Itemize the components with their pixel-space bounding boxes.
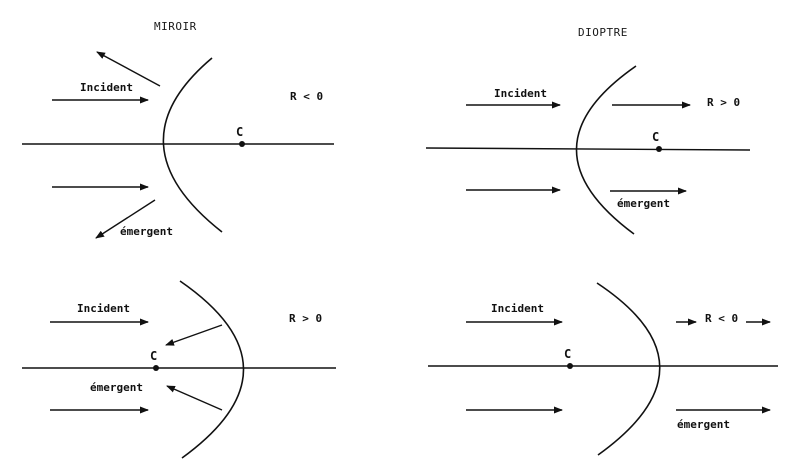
center-label: C: [236, 125, 243, 139]
panel-mirror-convex: C Incident émergent R > 0: [22, 280, 336, 459]
panel-dioptre-concave: C Incident émergent R < 0: [428, 282, 778, 456]
center-label: C: [564, 347, 571, 361]
emergent-ray-lower: [95, 199, 156, 239]
panel-mirror-concave: C Incident émergent R < 0: [22, 51, 334, 239]
center-point: [153, 365, 159, 371]
incident-label: Incident: [491, 302, 544, 315]
incident-label: Incident: [494, 87, 547, 100]
mirror-header: MIROIR: [154, 20, 197, 33]
dioptre-surface: [596, 282, 661, 456]
radius-label: R > 0: [289, 312, 322, 325]
emergent-ray-lower: [166, 385, 223, 411]
emergent-label: émergent: [120, 225, 173, 238]
center-point: [239, 141, 245, 147]
radius-label: R < 0: [705, 312, 738, 325]
radius-label: R > 0: [707, 96, 740, 109]
mirror-surface: [179, 280, 245, 459]
incident-label: Incident: [77, 302, 130, 315]
incident-label: Incident: [80, 81, 133, 94]
optical-axis: [425, 147, 751, 151]
dioptre-surface: [575, 65, 637, 235]
center-point: [656, 146, 662, 152]
center-label: C: [652, 130, 659, 144]
emergent-label: émergent: [677, 418, 730, 431]
panel-dioptre-convex: C Incident émergent R > 0: [425, 65, 751, 235]
center-point: [567, 363, 573, 369]
center-label: C: [150, 349, 157, 363]
dioptre-header: DIOPTRE: [578, 26, 628, 39]
mirror-surface: [162, 57, 223, 233]
emergent-label: émergent: [617, 197, 670, 210]
emergent-ray-upper: [96, 51, 161, 87]
emergent-label: émergent: [90, 381, 143, 394]
radius-label: R < 0: [290, 90, 323, 103]
emergent-ray-upper: [165, 324, 223, 346]
